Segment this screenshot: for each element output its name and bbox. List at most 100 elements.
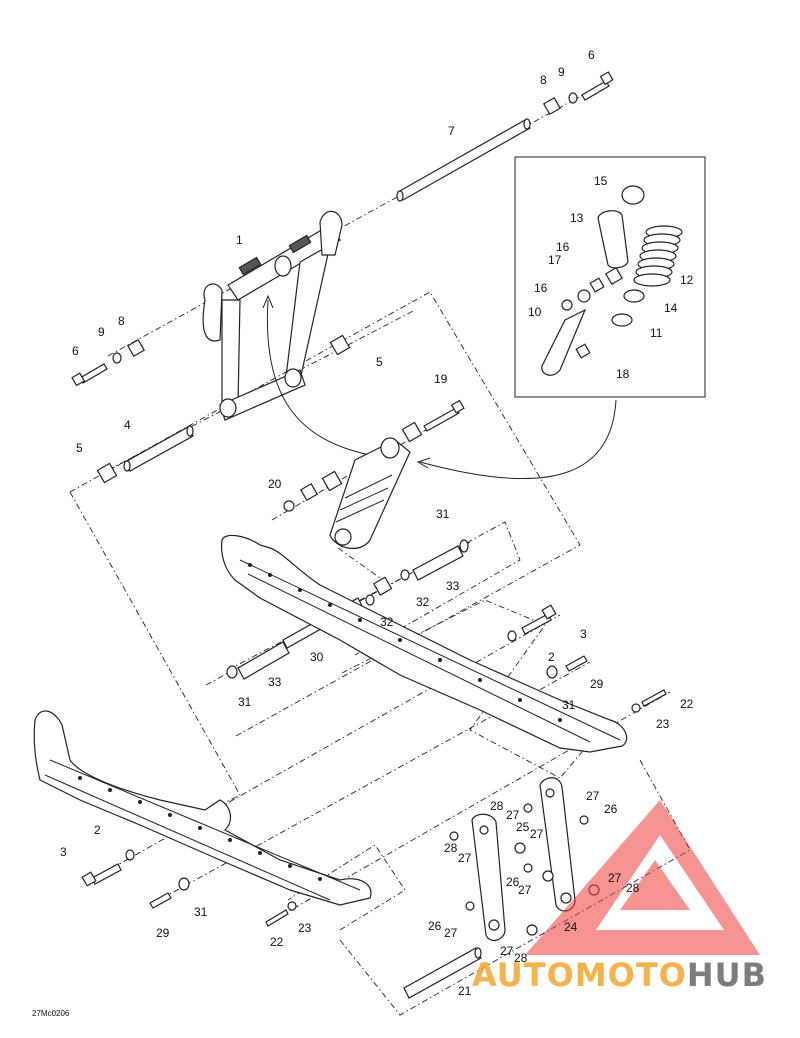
drawing-code: 27Mc0206 (32, 1009, 70, 1018)
bolt-22-left (265, 909, 289, 927)
callout-3: 3 (60, 845, 67, 859)
link-plates (403, 777, 600, 999)
callout-9: 9 (98, 325, 105, 339)
callout-28: 28 (490, 799, 504, 813)
shock-absorber (283, 399, 465, 550)
callout-6: 6 (588, 48, 595, 62)
callout-28: 28 (514, 951, 528, 965)
watermark-part-hub: HUB (687, 956, 767, 994)
callout-10: 10 (528, 305, 542, 319)
callout-7: 7 (448, 124, 455, 138)
callout-29: 29 (156, 926, 170, 940)
callout-12: 12 (680, 273, 694, 287)
callout-15: 15 (594, 174, 608, 188)
callout-23: 23 (656, 717, 670, 731)
collar-11 (611, 313, 633, 327)
spring-12 (633, 225, 683, 287)
callout-8: 8 (540, 73, 547, 87)
shaft-33-upper (412, 545, 464, 581)
callout-20: 20 (268, 477, 282, 491)
callout-14: 14 (664, 301, 678, 315)
spacer-5-right (329, 334, 351, 356)
callout-28: 28 (626, 881, 640, 895)
callout-22: 22 (680, 697, 694, 711)
callout-28: 28 (444, 841, 458, 855)
callout-25: 25 (516, 820, 530, 834)
bolt-3-right (521, 613, 552, 635)
left-rail-hardware (81, 849, 297, 927)
callout-27: 27 (500, 944, 514, 958)
right-rail-hardware (507, 604, 667, 713)
shaft-box-upper (205, 521, 521, 686)
callout-6: 6 (72, 344, 79, 358)
spacer-8-left (126, 338, 146, 358)
callout-26: 26 (428, 919, 442, 933)
callout-13: 13 (570, 211, 584, 225)
watermark (525, 800, 760, 955)
callout-27: 27 (444, 926, 458, 940)
washer-9-top (568, 92, 578, 104)
bolt-19 (423, 407, 460, 432)
callout-26: 26 (604, 802, 618, 816)
callout-24: 24 (564, 920, 578, 934)
washer-32-a (400, 569, 410, 581)
callout-27: 27 (586, 789, 600, 803)
sleeve-13 (597, 210, 629, 269)
callout-21: 21 (458, 984, 472, 998)
left-rail (33, 710, 372, 906)
watermark-part-auto: AUTO (472, 956, 575, 994)
callout-8: 8 (118, 314, 125, 328)
front-arm-1 (202, 210, 343, 421)
callout-22: 22 (270, 935, 284, 949)
callout-16: 16 (534, 281, 548, 295)
bolt-22-right (641, 689, 667, 707)
spacer-5-left (96, 462, 118, 484)
rod-4 (124, 426, 194, 472)
callout-3: 3 (580, 627, 587, 641)
washer-9-left (112, 352, 122, 364)
washer-31-upper (459, 539, 469, 553)
bolt-6-top (581, 80, 610, 101)
callout-30: 30 (310, 650, 324, 664)
shaft-21 (403, 947, 482, 999)
washer-31-lower (226, 665, 238, 679)
spacer-8-top (542, 96, 562, 116)
callout-27: 27 (530, 827, 544, 841)
callout-17: 17 (548, 253, 562, 267)
rod-4-and-spacers (96, 334, 351, 484)
callout-27: 27 (608, 871, 622, 885)
callout-19: 19 (434, 372, 448, 386)
callout-32: 32 (416, 595, 430, 609)
shaft-33-lower (237, 641, 290, 680)
callout-29: 29 (590, 677, 604, 691)
nut-20 (283, 500, 295, 512)
callout-32: 32 (380, 615, 394, 629)
callout-9: 9 (558, 65, 565, 79)
callout-31: 31 (238, 695, 252, 709)
upper-cross-shaft (396, 71, 614, 202)
callout-33: 33 (268, 675, 282, 689)
right-rail-box (341, 599, 593, 779)
callout-23: 23 (298, 921, 312, 935)
plate-24 (539, 777, 576, 912)
watermark-logo-icon (525, 800, 760, 955)
left-bolt-set (71, 338, 146, 387)
lower-rear-outline (69, 491, 241, 806)
callout-31: 31 (436, 507, 450, 521)
damper-10 (541, 308, 587, 376)
watermark-part-moto: MOTO (575, 956, 687, 994)
right-rail (220, 534, 628, 753)
callout-2: 2 (548, 650, 555, 664)
upper-assembly-outline (69, 291, 581, 737)
cross-shaft-7 (397, 119, 531, 201)
callout-33: 33 (446, 579, 460, 593)
watermark-text: AUTOMOTOHUB (472, 956, 767, 994)
bolt-29-left (149, 892, 172, 909)
callout-11: 11 (650, 326, 663, 340)
callout-31: 31 (194, 905, 208, 919)
reference-arrows (262, 294, 617, 480)
washer-32-b (365, 594, 375, 606)
plate-25 (471, 813, 506, 942)
ring-14 (623, 289, 645, 303)
